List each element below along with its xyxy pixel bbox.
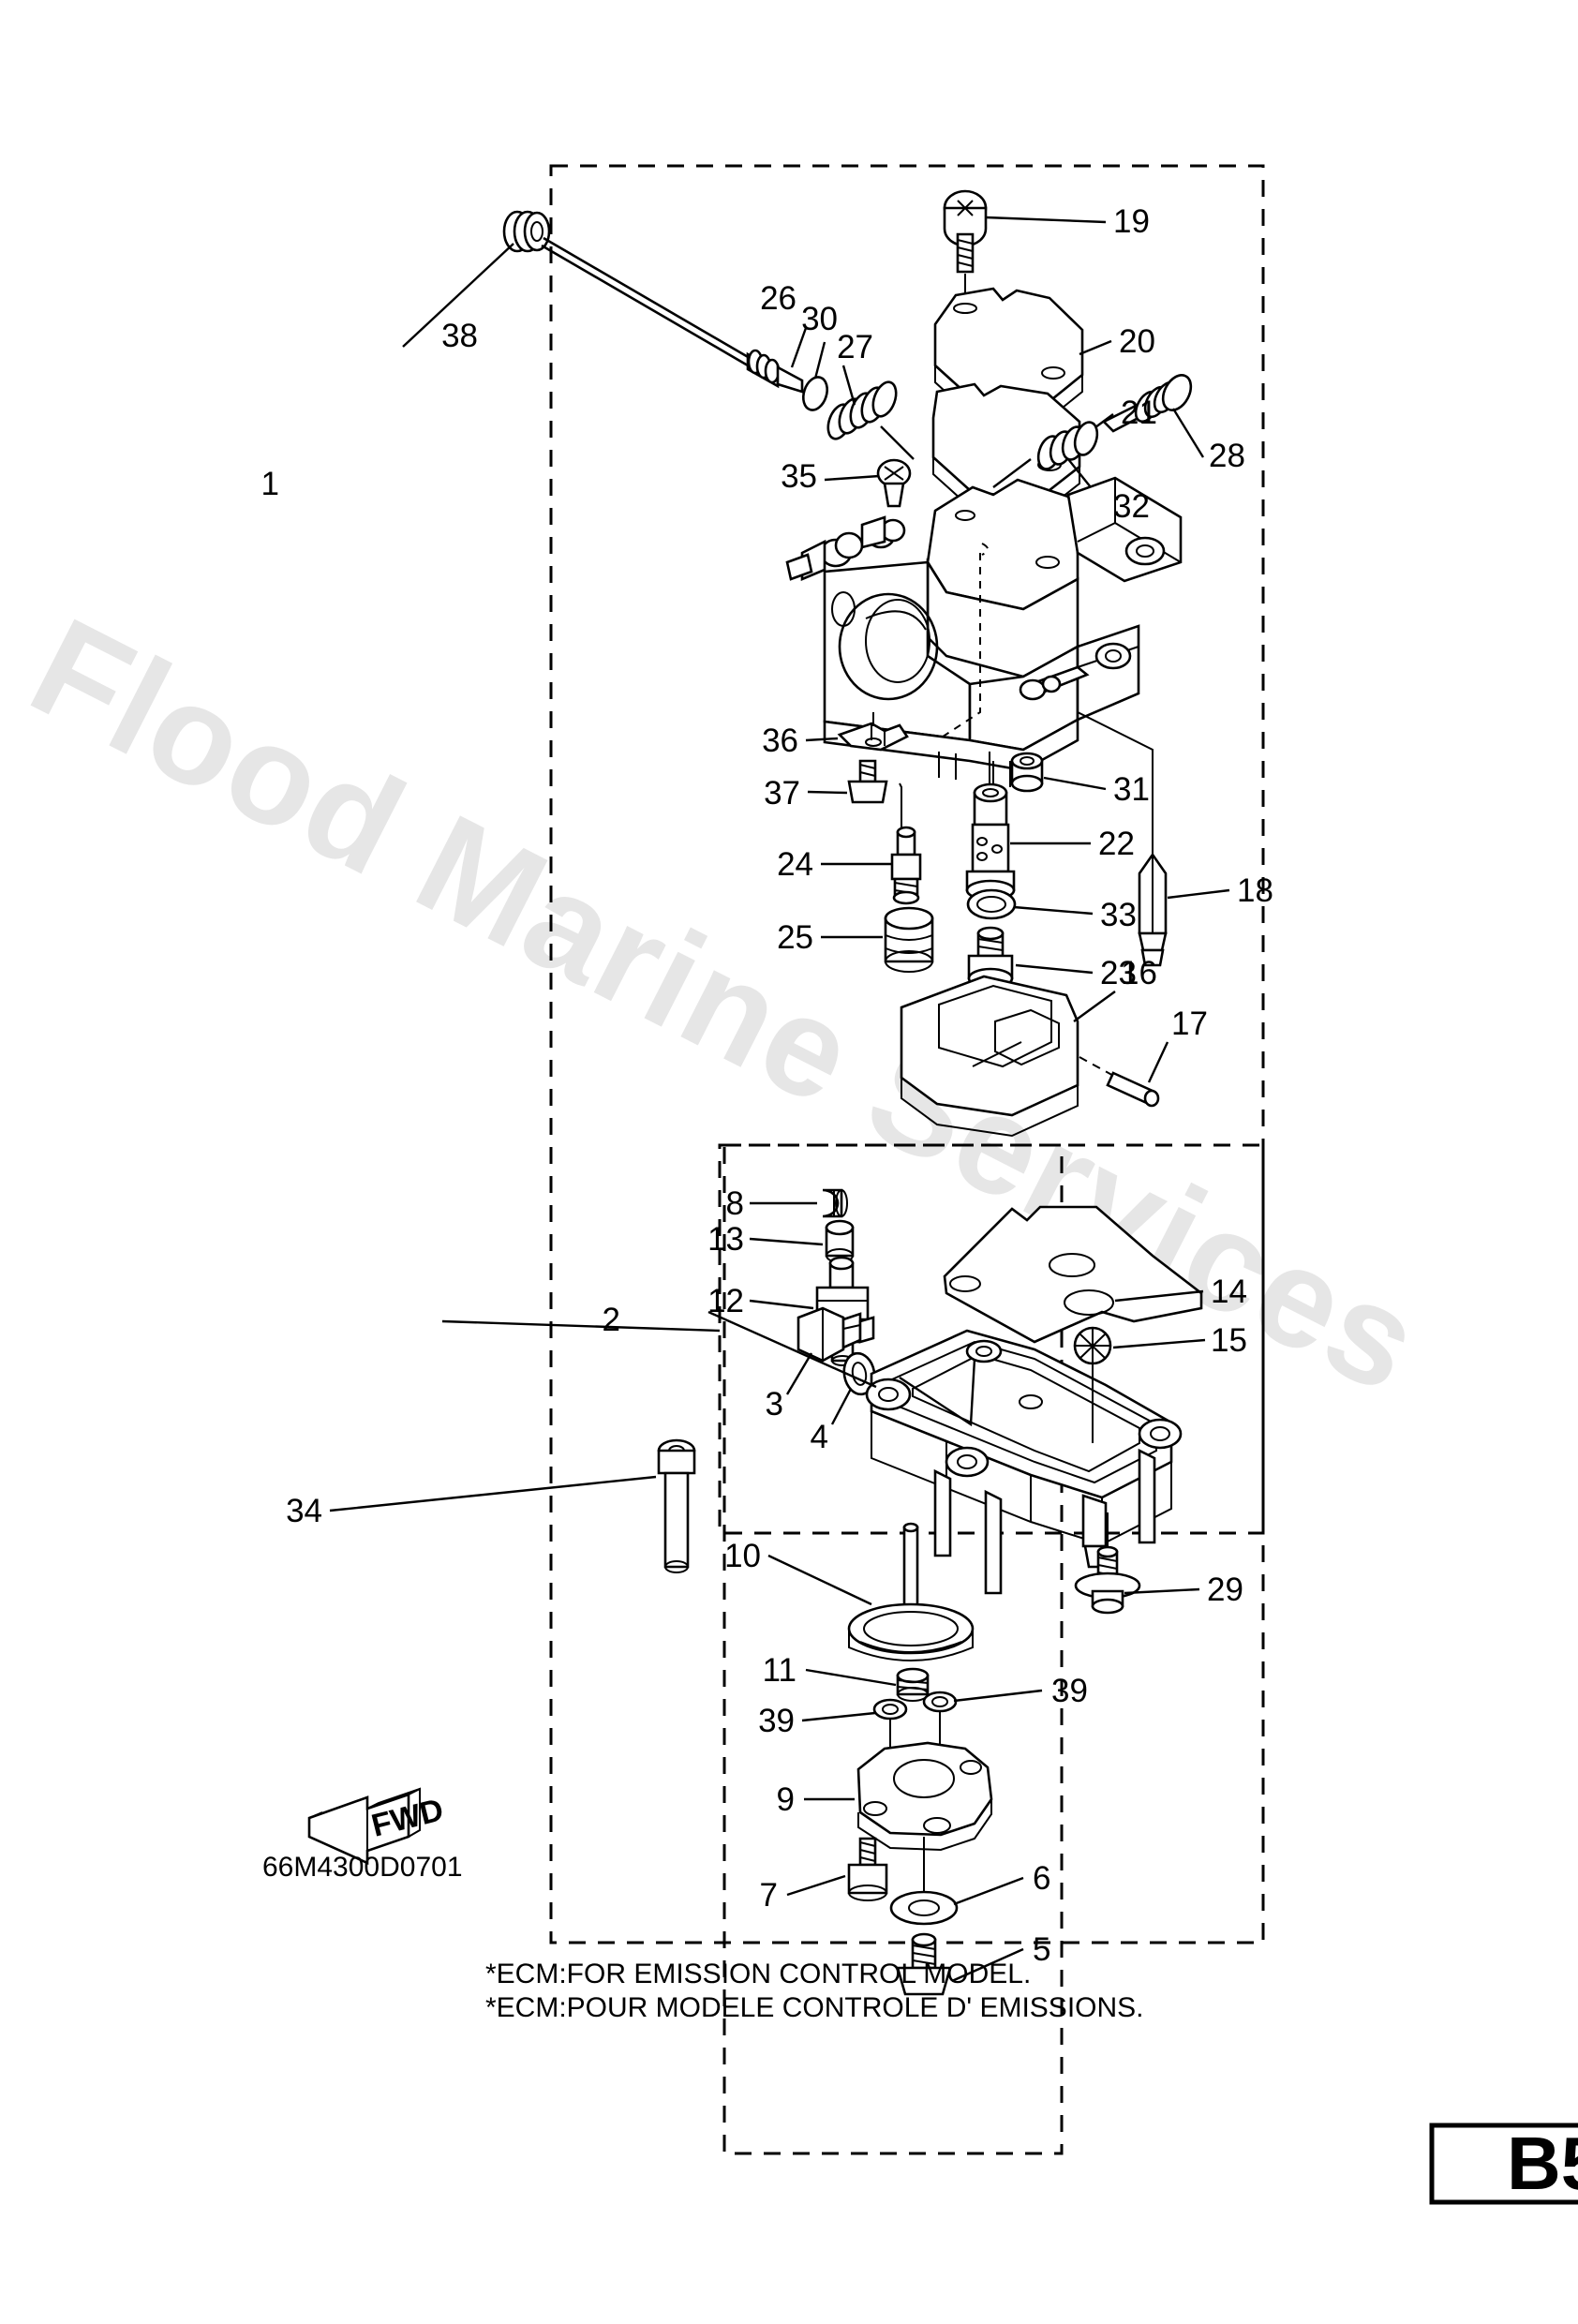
callout-30: 30 bbox=[801, 301, 838, 337]
callout-39-left: 39 bbox=[758, 1703, 795, 1739]
part-5-bolt bbox=[896, 1932, 952, 1996]
part-3-banjo-bolt bbox=[796, 1306, 875, 1363]
callout-39-right: 39 bbox=[1051, 1673, 1088, 1709]
part-6-washer bbox=[889, 1890, 959, 1926]
callout-17: 17 bbox=[1171, 1006, 1208, 1042]
callout-19: 19 bbox=[1113, 203, 1150, 240]
callout-3: 3 bbox=[766, 1386, 783, 1423]
part-29-screw bbox=[1074, 1545, 1141, 1615]
part-14-bowl-gasket bbox=[943, 1205, 1203, 1344]
callout-29: 29 bbox=[1207, 1572, 1243, 1608]
callout-21: 21 bbox=[1121, 395, 1157, 431]
callout-25: 25 bbox=[777, 919, 813, 956]
outer-dashed-boundary bbox=[549, 164, 1265, 1944]
callout-1: 1 bbox=[261, 466, 279, 502]
callout-6: 6 bbox=[1033, 1860, 1050, 1897]
callout-23: 23 bbox=[1100, 955, 1137, 991]
callout-16: 16 bbox=[1121, 955, 1157, 991]
part-27-spring bbox=[826, 380, 898, 440]
part-11-spring bbox=[896, 1667, 930, 1702]
part-18-needle-valve bbox=[1138, 852, 1168, 967]
part-24-pilot-jet bbox=[890, 826, 922, 905]
part-16-float bbox=[900, 975, 1079, 1138]
callout-13: 13 bbox=[707, 1221, 744, 1258]
part-15-filter-screen bbox=[1073, 1326, 1112, 1365]
callout-2: 2 bbox=[603, 1302, 620, 1338]
callout-labels: 1 2 3 4 5 6 7 8 9 10 11 12 13 14 15 16 1… bbox=[261, 203, 1273, 1968]
callout-24: 24 bbox=[777, 846, 813, 883]
part-28-pilot-screw bbox=[1101, 374, 1193, 433]
part-13-spacer bbox=[825, 1219, 855, 1263]
callout-5: 5 bbox=[1033, 1931, 1050, 1968]
footnote-line-1: *ECM:FOR EMISSION CONTROL MODEL. bbox=[485, 1959, 1031, 1989]
part-8-plug bbox=[822, 1188, 848, 1218]
callout-8: 8 bbox=[726, 1185, 744, 1222]
page-marker-label: B5 bbox=[1507, 2122, 1578, 2205]
callout-4: 4 bbox=[811, 1419, 828, 1455]
float-chamber-body bbox=[865, 1329, 1183, 1595]
callout-7: 7 bbox=[760, 1877, 778, 1914]
part-25-washer-stack bbox=[884, 906, 934, 973]
callout-10: 10 bbox=[724, 1538, 761, 1574]
part-4-washer bbox=[842, 1351, 876, 1396]
callout-9: 9 bbox=[777, 1781, 795, 1818]
carburetor-body bbox=[785, 476, 1183, 787]
part-33-o-ring bbox=[966, 888, 1017, 920]
callout-36: 36 bbox=[762, 723, 798, 759]
footnote-line-2: *ECM:POUR MODELE CONTROLE D' EMISSIONS. bbox=[485, 1992, 1144, 2023]
part-9-valve-seat-housing bbox=[856, 1741, 993, 1852]
callout-14: 14 bbox=[1211, 1274, 1247, 1310]
part-22-main-nozzle bbox=[965, 752, 1016, 901]
part-31-bushing bbox=[1010, 752, 1044, 793]
callout-32: 32 bbox=[1113, 488, 1150, 525]
callout-22: 22 bbox=[1098, 826, 1135, 862]
part-26-needle-tip bbox=[746, 349, 804, 394]
part-39-o-ring-right bbox=[922, 1691, 958, 1713]
callout-33: 33 bbox=[1100, 897, 1137, 933]
callout-20: 20 bbox=[1119, 323, 1155, 360]
callout-34: 34 bbox=[286, 1493, 322, 1529]
part-39-o-ring-left bbox=[872, 1698, 908, 1721]
callout-28: 28 bbox=[1209, 438, 1245, 474]
callout-15: 15 bbox=[1211, 1322, 1247, 1359]
part-32-spring bbox=[1036, 421, 1099, 470]
callout-31: 31 bbox=[1113, 771, 1150, 808]
callout-35: 35 bbox=[781, 458, 817, 495]
part-34-long-bolt bbox=[657, 1438, 696, 1573]
carb-left-fittings bbox=[785, 515, 906, 581]
callout-38: 38 bbox=[441, 318, 478, 354]
part-10-plunger bbox=[847, 1522, 975, 1661]
fwd-label: FWD bbox=[368, 1792, 447, 1844]
callout-37: 37 bbox=[764, 775, 800, 812]
part-38-bushing bbox=[502, 210, 551, 253]
part-19-screw bbox=[943, 189, 988, 274]
part-17-float-pin bbox=[1106, 1071, 1160, 1108]
callout-12: 12 bbox=[707, 1283, 744, 1319]
part-number-label: 66M4300D0701 bbox=[262, 1852, 463, 1883]
page-marker: B5 bbox=[1429, 2122, 1578, 2205]
part-30-seat bbox=[802, 376, 828, 411]
inner-dashed-boundary-lower bbox=[722, 1143, 1064, 2155]
callout-11: 11 bbox=[763, 1652, 796, 1689]
part-35-screw bbox=[876, 458, 912, 508]
part-7-bolt bbox=[847, 1837, 888, 1901]
callout-27: 27 bbox=[837, 329, 873, 365]
callout-18: 18 bbox=[1237, 872, 1273, 909]
part-37-screw bbox=[847, 759, 888, 804]
callout-26: 26 bbox=[760, 280, 796, 317]
